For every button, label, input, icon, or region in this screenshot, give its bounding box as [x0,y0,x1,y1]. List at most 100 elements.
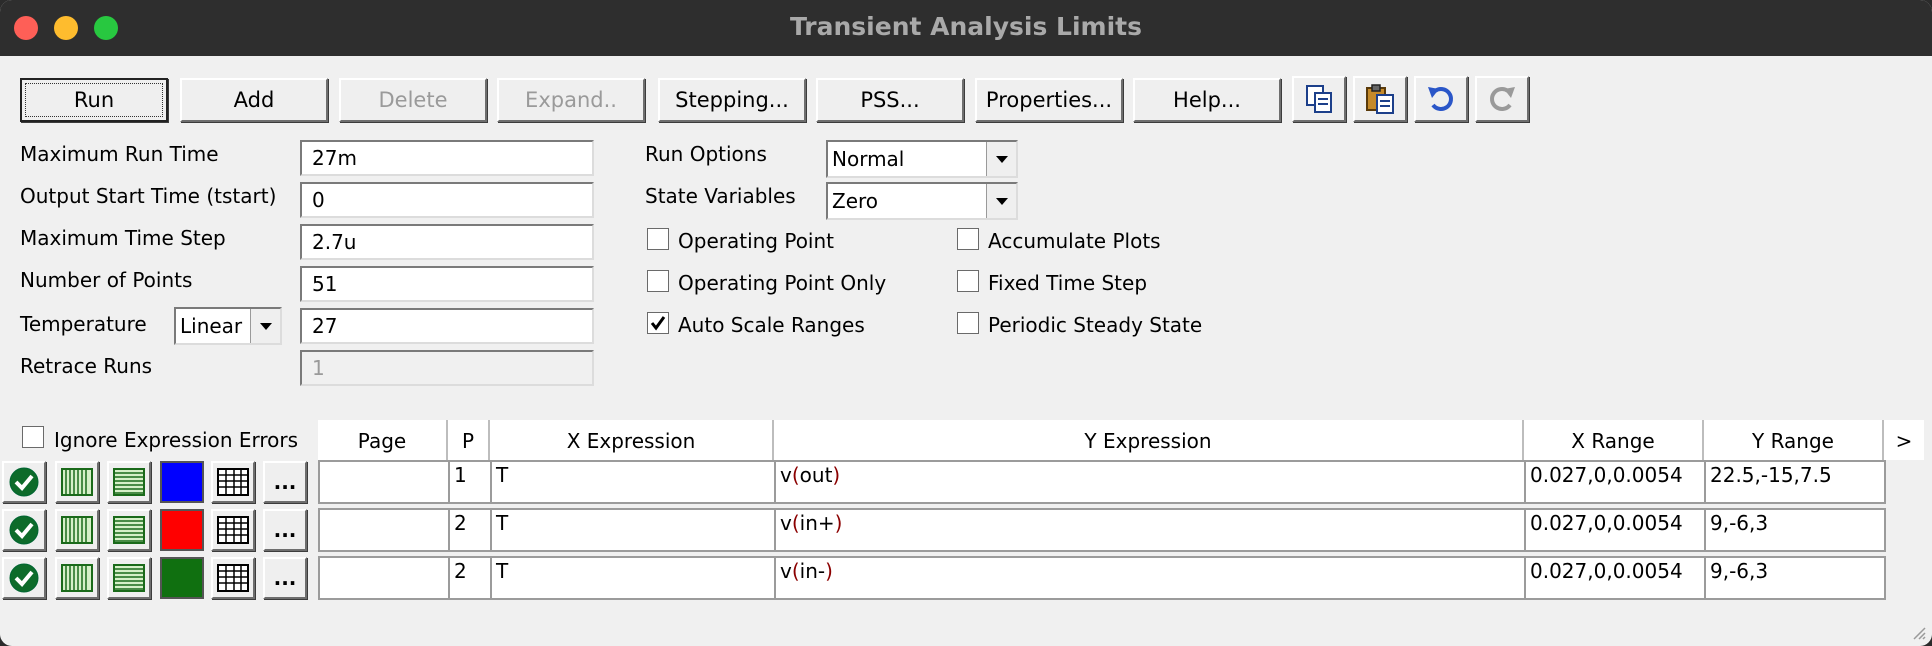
run-options-select[interactable]: Normal [826,140,1018,178]
y-range-cell[interactable]: 9,-6,3 [1704,508,1886,552]
delete-button[interactable]: Delete [339,78,487,122]
operating-point-checkbox[interactable] [647,228,669,250]
run-button[interactable]: Run [20,78,168,122]
periodic-steady-state-label: Periodic Steady State [988,313,1203,337]
p-cell[interactable]: 2 [448,556,492,600]
undo-button[interactable] [1414,76,1468,122]
enable-curve-button[interactable] [2,557,46,599]
redo-button[interactable] [1475,76,1529,122]
minimize-window-button[interactable] [54,16,78,40]
column-header-x-expression[interactable]: X Expression [490,420,774,460]
column-header-p[interactable]: P [448,420,490,460]
maximize-window-button[interactable] [94,16,118,40]
table-icon [217,564,249,592]
p-cell[interactable]: 2 [448,508,492,552]
ignore-expression-errors-label: Ignore Expression Errors [54,428,299,452]
chevron-down-icon[interactable] [986,184,1016,218]
x-range-cell[interactable]: 0.027,0,0.0054 [1524,460,1706,504]
expression-grid: Page P X Expression Y Expression X Range… [318,420,1924,606]
more-options-button[interactable]: ... [263,461,307,503]
stepping-button[interactable]: Stepping... [658,78,806,122]
page-cell[interactable] [318,460,450,504]
temperature-label: Temperature [20,312,147,336]
chevron-down-icon[interactable] [250,309,280,343]
y-argument: in- [799,559,826,583]
p-cell[interactable]: 1 [448,460,492,504]
x-expression-cell[interactable]: T [490,508,776,552]
more-options-button[interactable]: ... [263,557,307,599]
column-header-y-range[interactable]: Y Range [1704,420,1884,460]
table-button[interactable] [211,509,255,551]
paste-button[interactable] [1353,76,1407,122]
y-range-cell[interactable]: 22.5,-15,7.5 [1704,460,1886,504]
vertical-grid-icon [61,468,93,496]
x-expression-cell[interactable]: T [490,460,776,504]
properties-button[interactable]: Properties... [975,78,1123,122]
checkmark-icon [650,316,666,331]
more-options-button[interactable]: ... [263,509,307,551]
auto-scale-checkbox[interactable] [647,312,669,334]
x-grid-button[interactable] [55,461,99,503]
x-range-cell[interactable]: 0.027,0,0.0054 [1524,556,1706,600]
y-grid-button[interactable] [107,509,151,551]
curve-color-swatch[interactable] [160,509,204,551]
accumulate-plots-checkbox[interactable] [957,228,979,250]
curve-color-swatch[interactable] [160,557,204,599]
output-start-field[interactable]: 0 [300,182,594,218]
table-button[interactable] [211,557,255,599]
y-expression-cell[interactable]: v(in+) [774,508,1526,552]
y-expression-cell[interactable]: v(out) [774,460,1526,504]
close-window-button[interactable] [14,16,38,40]
curve-color-swatch[interactable] [160,461,204,503]
enable-curve-button[interactable] [2,509,46,551]
fixed-time-step-checkbox[interactable] [957,270,979,292]
y-grid-button[interactable] [107,461,151,503]
temperature-field[interactable]: 27 [300,308,594,344]
window-title: Transient Analysis Limits [789,12,1143,41]
help-button[interactable]: Help... [1133,78,1281,122]
table-icon [217,468,249,496]
column-header-y-expression[interactable]: Y Expression [774,420,1524,460]
max-run-time-field[interactable]: 27m [300,140,594,176]
add-button[interactable]: Add [180,78,328,122]
page-cell[interactable] [318,556,450,600]
periodic-steady-state-checkbox[interactable] [957,312,979,334]
enable-curve-button[interactable] [2,461,46,503]
y-grid-button[interactable] [107,557,151,599]
copy-button[interactable] [1292,76,1346,122]
y-argument: out [799,463,833,487]
temperature-mode-select[interactable]: Linear [174,307,282,345]
retrace-runs-field[interactable]: 1 [300,350,594,386]
resize-grip-icon[interactable] [1910,624,1926,640]
redo-icon [1490,87,1515,111]
paste-icon [1366,84,1394,114]
x-grid-button[interactable] [55,509,99,551]
pss-button[interactable]: PSS... [816,78,964,122]
column-header-x-range[interactable]: X Range [1524,420,1704,460]
accumulate-plots-label: Accumulate Plots [988,229,1161,253]
temperature-mode-value: Linear [180,314,243,338]
vertical-grid-icon [61,564,93,592]
copy-icon [1306,85,1332,113]
operating-point-only-checkbox[interactable] [647,270,669,292]
ignore-expression-errors-checkbox[interactable] [22,426,44,448]
chevron-down-icon[interactable] [986,142,1016,176]
expand-button[interactable]: Expand.. [497,78,645,122]
y-range-cell[interactable]: 9,-6,3 [1704,556,1886,600]
page-cell[interactable] [318,508,450,552]
column-header-page[interactable]: Page [318,420,448,460]
x-grid-button[interactable] [55,557,99,599]
check-circle-icon [9,467,39,497]
y-expression-cell[interactable]: v(in-) [774,556,1526,600]
x-expression-cell[interactable]: T [490,556,776,600]
max-time-step-field[interactable]: 2.7u [300,224,594,260]
x-range-cell[interactable]: 0.027,0,0.0054 [1524,508,1706,552]
num-points-field[interactable]: 51 [300,266,594,302]
horizontal-grid-icon [113,468,145,496]
retrace-runs-label: Retrace Runs [20,354,153,378]
table-button[interactable] [211,461,255,503]
output-start-label: Output Start Time (tstart) [20,184,277,208]
state-variables-select[interactable]: Zero [826,182,1018,220]
column-header-more[interactable]: > [1884,420,1924,460]
y-function: v [780,463,792,487]
